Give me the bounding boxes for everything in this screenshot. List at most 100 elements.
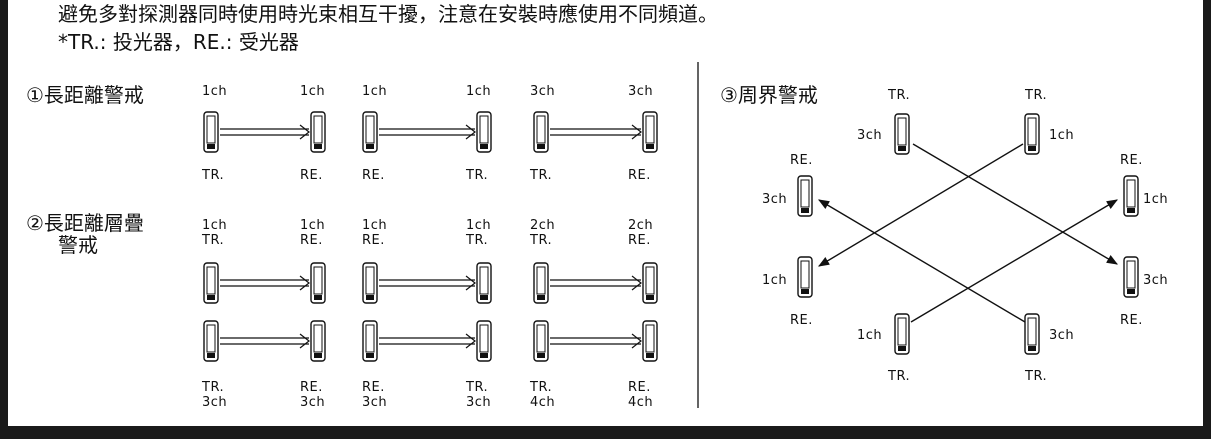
s2-upper-unit-2 bbox=[362, 262, 378, 304]
s2-top-ch-3: 1ch bbox=[466, 218, 491, 233]
frame-left-border bbox=[0, 0, 8, 426]
s1-unit-0 bbox=[203, 111, 219, 153]
s2-lower-unit-5 bbox=[642, 320, 658, 362]
section1-bottom-labels: TR. RE. RE. TR. TR. RE. bbox=[201, 168, 651, 183]
s3-unit-bottom-right bbox=[1024, 313, 1040, 355]
s2-top-ch-2: 1ch bbox=[362, 218, 387, 233]
s2-bottom-role-0: TR. bbox=[201, 380, 224, 395]
s2-bottom-ch-2: 3ch bbox=[362, 395, 387, 410]
s1-top-label-3: 1ch bbox=[466, 84, 491, 99]
s2-upper-beam-1 bbox=[379, 275, 476, 291]
s1-unit-4 bbox=[533, 111, 549, 153]
s1-beam-0 bbox=[220, 124, 310, 140]
s3-mid-right-lower-role: RE. bbox=[1120, 313, 1143, 328]
s2-top-role-3: TR. bbox=[465, 233, 488, 248]
section2-units bbox=[203, 262, 658, 362]
section3-title: ③周界警戒 bbox=[720, 83, 818, 107]
s1-bottom-label-1: RE. bbox=[300, 168, 323, 183]
s2-bottom-ch-1: 3ch bbox=[300, 395, 325, 410]
interference-note: 避免多對探測器同時使用時光束相互干擾，注意在安裝時應使用不同頻道。 bbox=[58, 2, 718, 26]
beam-tr-to-ll bbox=[818, 143, 1024, 267]
s3-mid-right-upper-ch: 1ch bbox=[1143, 192, 1168, 207]
s2-top-role-1: RE. bbox=[300, 233, 323, 248]
frame-right-border bbox=[1203, 0, 1211, 426]
section2-bottom-role-labels: TR.RE.RE.TR.TR.RE. bbox=[201, 380, 651, 395]
s1-unit-1 bbox=[310, 111, 326, 153]
section2-title-line1: ②長距離層疊 bbox=[26, 211, 144, 235]
s3-unit-mid-left-lower bbox=[797, 256, 813, 298]
s1-top-label-1: 1ch bbox=[300, 84, 325, 99]
s3-top-right-role: TR. bbox=[1024, 88, 1047, 103]
s2-upper-unit-4 bbox=[533, 262, 549, 304]
s2-upper-unit-1 bbox=[310, 262, 326, 304]
s1-top-label-5: 3ch bbox=[628, 84, 653, 99]
s2-lower-unit-0 bbox=[203, 320, 219, 362]
s1-bottom-label-3: TR. bbox=[465, 168, 488, 183]
s1-bottom-label-5: RE. bbox=[628, 168, 651, 183]
s2-top-role-2: RE. bbox=[362, 233, 385, 248]
s3-bottom-left-ch: 1ch bbox=[857, 328, 882, 343]
s2-bottom-ch-3: 3ch bbox=[466, 395, 491, 410]
s3-top-right-ch: 1ch bbox=[1049, 128, 1074, 143]
s3-top-left-role: TR. bbox=[887, 88, 910, 103]
s1-top-label-4: 3ch bbox=[530, 84, 555, 99]
s2-bottom-role-5: RE. bbox=[628, 380, 651, 395]
s2-top-ch-4: 2ch bbox=[530, 218, 555, 233]
s2-top-ch-1: 1ch bbox=[300, 218, 325, 233]
section1-title: ①長距離警戒 bbox=[26, 83, 144, 107]
s1-bottom-label-2: RE. bbox=[362, 168, 385, 183]
s3-mid-left-upper-ch: 3ch bbox=[762, 192, 787, 207]
s1-unit-3 bbox=[476, 111, 492, 153]
s3-unit-mid-right-upper bbox=[1123, 175, 1139, 217]
s2-upper-unit-3 bbox=[476, 262, 492, 304]
s3-bottom-right-ch: 3ch bbox=[1049, 328, 1074, 343]
section2-title-line2: 警戒 bbox=[58, 233, 98, 257]
s2-top-ch-5: 2ch bbox=[628, 218, 653, 233]
beam-tl-to-rl bbox=[912, 143, 1118, 265]
s1-bottom-label-0: TR. bbox=[201, 168, 224, 183]
s2-top-role-4: TR. bbox=[529, 233, 552, 248]
s2-lower-unit-3 bbox=[476, 320, 492, 362]
frame-bottom-border bbox=[0, 426, 1211, 439]
section1-units bbox=[203, 111, 658, 153]
s3-unit-mid-right-lower bbox=[1123, 256, 1139, 298]
s2-lower-unit-1 bbox=[310, 320, 326, 362]
s2-lower-unit-4 bbox=[533, 320, 549, 362]
abbreviation-note: *TR.: 投光器，RE.: 受光器 bbox=[58, 30, 299, 54]
s2-bottom-role-3: TR. bbox=[465, 380, 488, 395]
s1-bottom-label-4: TR. bbox=[529, 168, 552, 183]
beam-bl-to-ru bbox=[910, 199, 1118, 323]
s3-bottom-right-role: TR. bbox=[1024, 369, 1047, 384]
s2-top-role-5: RE. bbox=[628, 233, 651, 248]
s1-top-label-2: 1ch bbox=[362, 84, 387, 99]
s3-mid-left-lower-role: RE. bbox=[790, 313, 813, 328]
s1-beam-1 bbox=[379, 124, 476, 140]
s2-upper-unit-0 bbox=[203, 262, 219, 304]
s1-unit-2 bbox=[362, 111, 378, 153]
s2-top-role-0: TR. bbox=[201, 233, 224, 248]
s2-bottom-role-2: RE. bbox=[362, 380, 385, 395]
s2-lower-unit-2 bbox=[362, 320, 378, 362]
s3-mid-left-lower-ch: 1ch bbox=[762, 273, 787, 288]
s2-bottom-role-1: RE. bbox=[300, 380, 323, 395]
s3-mid-right-lower-ch: 3ch bbox=[1143, 273, 1168, 288]
s1-top-label-0: 1ch bbox=[202, 84, 227, 99]
s2-bottom-ch-4: 4ch bbox=[530, 395, 555, 410]
s3-unit-mid-left-upper bbox=[797, 175, 813, 217]
s2-lower-beam-0 bbox=[220, 333, 310, 349]
section3-units bbox=[797, 113, 1139, 355]
s1-unit-5 bbox=[642, 111, 658, 153]
s2-upper-beam-2 bbox=[550, 275, 642, 291]
s3-unit-top-right bbox=[1024, 113, 1040, 155]
s3-top-left-ch: 3ch bbox=[857, 128, 882, 143]
s2-bottom-ch-5: 4ch bbox=[628, 395, 653, 410]
s2-upper-unit-5 bbox=[642, 262, 658, 304]
s2-bottom-ch-0: 3ch bbox=[202, 395, 227, 410]
s2-lower-beam-1 bbox=[379, 333, 476, 349]
s2-upper-beam-0 bbox=[220, 275, 310, 291]
s2-lower-beam-2 bbox=[550, 333, 642, 349]
s3-unit-bottom-left bbox=[894, 313, 910, 355]
section2-bottom-channel-labels: 3ch 3ch 3ch 3ch 4ch 4ch bbox=[202, 395, 653, 410]
